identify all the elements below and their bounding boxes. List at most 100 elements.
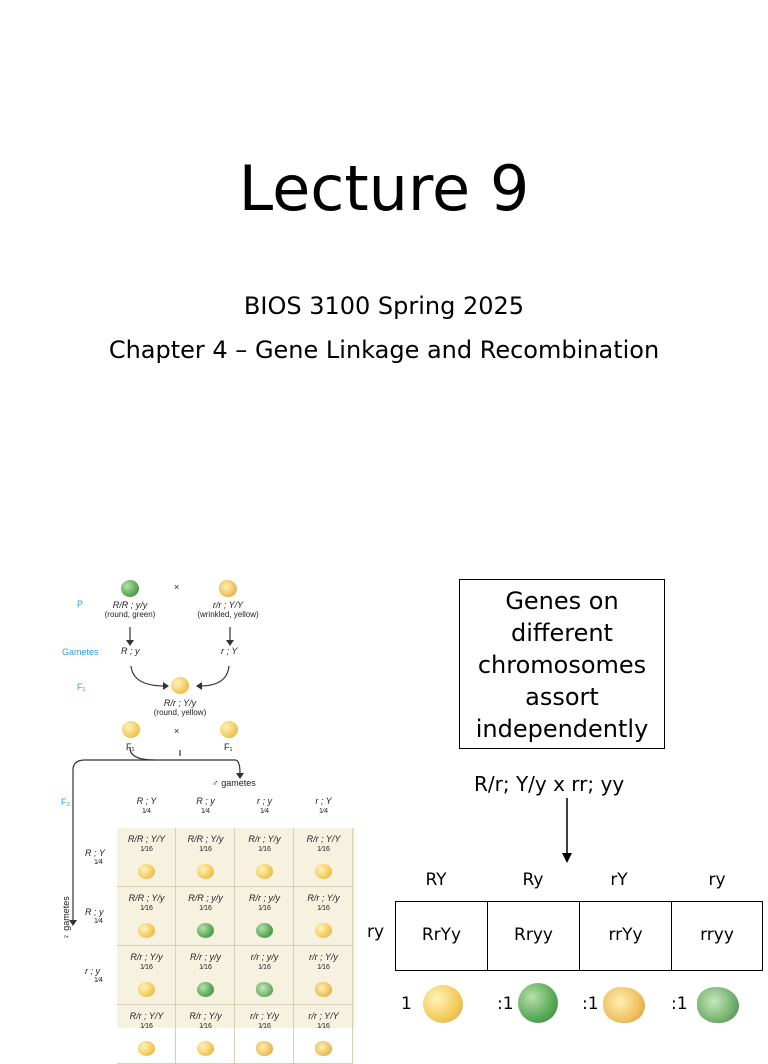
down-arrow-icon xyxy=(562,798,572,863)
punnett-cell: r/r ; Y/y 1⁄16 xyxy=(294,946,353,1005)
cell-frequency: 1⁄16 xyxy=(258,905,271,912)
parent1-genotype: R/R ; y/y xyxy=(112,600,148,610)
yellow-wrinkled-pea-icon xyxy=(603,987,645,1023)
parent2-phenotype: (wrinkled, yellow) xyxy=(197,610,259,619)
column-header: r ; Y xyxy=(315,796,332,806)
row-frequency: 1⁄4 xyxy=(94,977,103,984)
pea-icon xyxy=(138,923,155,938)
f1-right-label: F₁ xyxy=(224,742,233,752)
punnett-cell: R/r ; Y/Y 1⁄16 xyxy=(294,828,353,887)
cell-frequency: 1⁄16 xyxy=(199,964,212,971)
female-gametes-label: ♀ gametes xyxy=(61,896,71,940)
pea-icon xyxy=(256,864,273,879)
punnett-cell: R/R ; y/y 1⁄16 xyxy=(176,887,235,946)
offspring-table: RrYy Rryy rrYy rryy xyxy=(395,901,763,971)
gametes-label: Gametes xyxy=(62,647,99,657)
cell-genotype: R/r ; Y/Y xyxy=(306,834,341,844)
cell-genotype: R/r ; Y/y xyxy=(248,834,281,844)
pea-icon xyxy=(315,1041,332,1056)
pea-icon xyxy=(256,923,273,938)
column-frequency: 1⁄4 xyxy=(319,808,328,815)
cell-frequency: 1⁄16 xyxy=(317,964,330,971)
pea-icon xyxy=(138,982,155,997)
cell-genotype: R/R ; Y/y xyxy=(187,834,224,844)
f1-label: F₁ xyxy=(77,682,86,692)
punnett-cell: r/r ; y/y 1⁄16 xyxy=(235,946,294,1005)
pea-icon xyxy=(138,1041,155,1056)
row-header: r ; y xyxy=(85,966,100,976)
ratio-1: 1 xyxy=(401,994,412,1014)
gamete-header-2: Ry xyxy=(522,870,544,890)
punnett-cell: R/r ; y/y 1⁄16 xyxy=(235,887,294,946)
male-gametes-label: ♂ gametes xyxy=(212,778,256,788)
f1-right-pea xyxy=(220,721,238,738)
gamete-header-1: RY xyxy=(425,870,447,890)
ratio-3: :1 xyxy=(582,994,599,1014)
cell-frequency: 1⁄16 xyxy=(317,846,330,853)
offspring-cell-4: rryy xyxy=(700,925,734,945)
f1-phenotype: (round, yellow) xyxy=(153,708,207,717)
concept-line-4: assort xyxy=(525,683,599,711)
gamete-2: r ; Y xyxy=(221,646,238,656)
pea-icon xyxy=(315,864,332,879)
cell-genotype: R/R ; Y/y xyxy=(128,893,165,903)
row-header: R ; Y xyxy=(85,848,105,858)
cell-genotype: R/R ; Y/Y xyxy=(127,834,166,844)
dihybrid-cross-figure: P × R/R ; y/y (round, green) r/r ; Y/Y (… xyxy=(55,570,365,1064)
green-round-pea xyxy=(121,580,139,597)
pea-icon xyxy=(197,982,214,997)
cell-genotype: R/R ; y/y xyxy=(188,893,223,903)
gamete-header-4: ry xyxy=(708,870,726,890)
cell-frequency: 1⁄16 xyxy=(140,1023,153,1030)
cell-frequency: 1⁄16 xyxy=(199,1023,212,1030)
cell-genotype: r/r ; Y/y xyxy=(250,1011,279,1021)
pea-icon xyxy=(197,1041,214,1056)
pea-icon xyxy=(197,864,214,879)
pea-icon xyxy=(138,864,155,879)
f2-label: F₂ xyxy=(61,797,70,807)
cell-genotype: R/r ; y/y xyxy=(249,893,280,903)
green-wrinkled-pea-icon xyxy=(697,987,739,1023)
column-frequency: 1⁄4 xyxy=(201,808,210,815)
cell-frequency: 1⁄16 xyxy=(317,905,330,912)
yellow-wrinkled-pea xyxy=(219,580,237,597)
column-header: r ; y xyxy=(257,796,272,806)
parent1-phenotype: (round, green) xyxy=(104,610,156,619)
f1-pea xyxy=(171,677,189,694)
course-subtitle: BIOS 3100 Spring 2025 xyxy=(243,292,525,320)
cell-genotype: R/r ; Y/Y xyxy=(129,1011,164,1021)
column-frequency: 1⁄4 xyxy=(142,808,151,815)
column-header: R ; y xyxy=(196,796,215,806)
row-frequency: 1⁄4 xyxy=(94,918,103,925)
cell-genotype: R/r ; Y/y xyxy=(130,952,163,962)
cell-frequency: 1⁄16 xyxy=(258,964,271,971)
concept-line-3: chromosomes xyxy=(477,651,647,679)
figure-arrows xyxy=(69,627,244,926)
green-round-pea-icon xyxy=(518,983,558,1023)
cross-symbol: × xyxy=(174,582,180,592)
ratio-4: :1 xyxy=(671,994,688,1014)
punnett-cell: R/r ; Y/Y 1⁄16 xyxy=(117,1005,176,1064)
gamete-1: R ; y xyxy=(121,646,140,656)
cell-frequency: 1⁄16 xyxy=(140,905,153,912)
row-label: ry xyxy=(367,922,385,942)
ratio-2: :1 xyxy=(497,994,514,1014)
f1-left-pea xyxy=(122,721,140,738)
cell-genotype: r/r ; y/y xyxy=(250,952,279,962)
parent2-genotype: r/r ; Y/Y xyxy=(212,600,244,610)
cell-frequency: 1⁄16 xyxy=(199,905,212,912)
f1-genotype: R/r ; Y/y xyxy=(163,698,197,708)
punnett-cell: r/r ; Y/y 1⁄16 xyxy=(235,1005,294,1064)
pea-icon xyxy=(315,982,332,997)
cell-frequency: 1⁄16 xyxy=(258,1023,271,1030)
pea-icon xyxy=(256,1041,273,1056)
cell-genotype: r/r ; Y/Y xyxy=(308,1011,339,1021)
cell-genotype: r/r ; Y/y xyxy=(309,952,338,962)
column-frequency: 1⁄4 xyxy=(260,808,269,815)
